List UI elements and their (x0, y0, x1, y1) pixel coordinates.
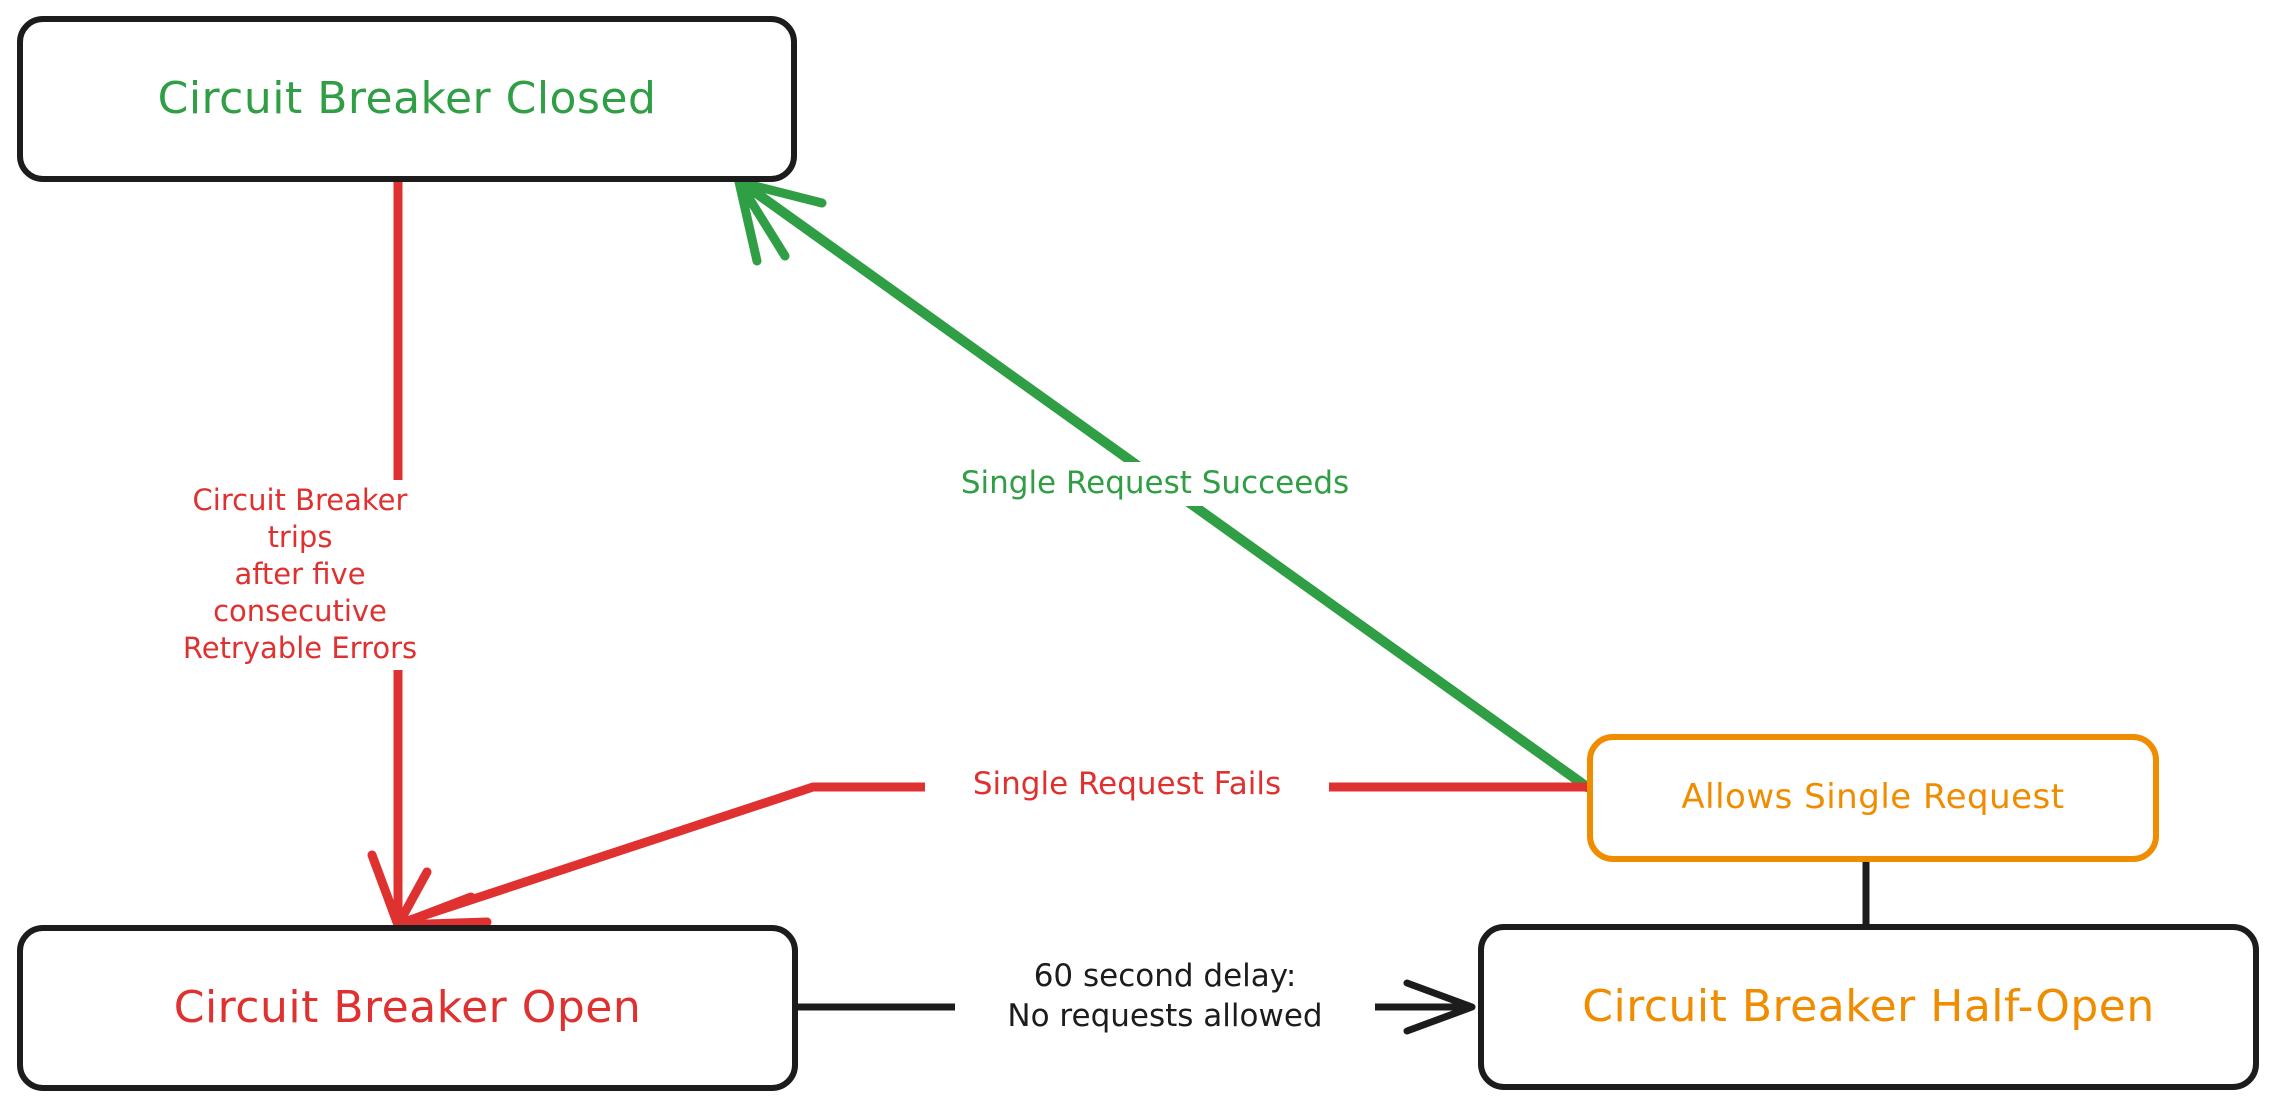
node-circuit-breaker-closed[interactable]: Circuit Breaker Closed (17, 16, 797, 182)
edge-label-circuit-breaker-trips: Circuit Breaker trips after five consecu… (152, 480, 448, 670)
node-label-circuit-breaker-half-open: Circuit Breaker Half-Open (1582, 980, 2155, 1032)
edge-allows-to-open (393, 782, 1592, 930)
edge-label-sixty-second-delay: 60 second delay: No requests allowed (955, 955, 1375, 1039)
edge-label-single-request-succeeds: Single Request Succeeds (905, 462, 1405, 506)
node-allows-single-request[interactable]: Allows Single Request (1587, 734, 2159, 862)
node-label-circuit-breaker-open: Circuit Breaker Open (173, 981, 642, 1033)
node-circuit-breaker-open[interactable]: Circuit Breaker Open (17, 925, 798, 1091)
node-label-circuit-breaker-closed: Circuit Breaker Closed (157, 72, 657, 124)
edge-label-single-request-fails: Single Request Fails (925, 763, 1329, 807)
node-circuit-breaker-half-open[interactable]: Circuit Breaker Half-Open (1478, 924, 2259, 1090)
node-label-allows-single-request: Allows Single Request (1681, 777, 2065, 818)
